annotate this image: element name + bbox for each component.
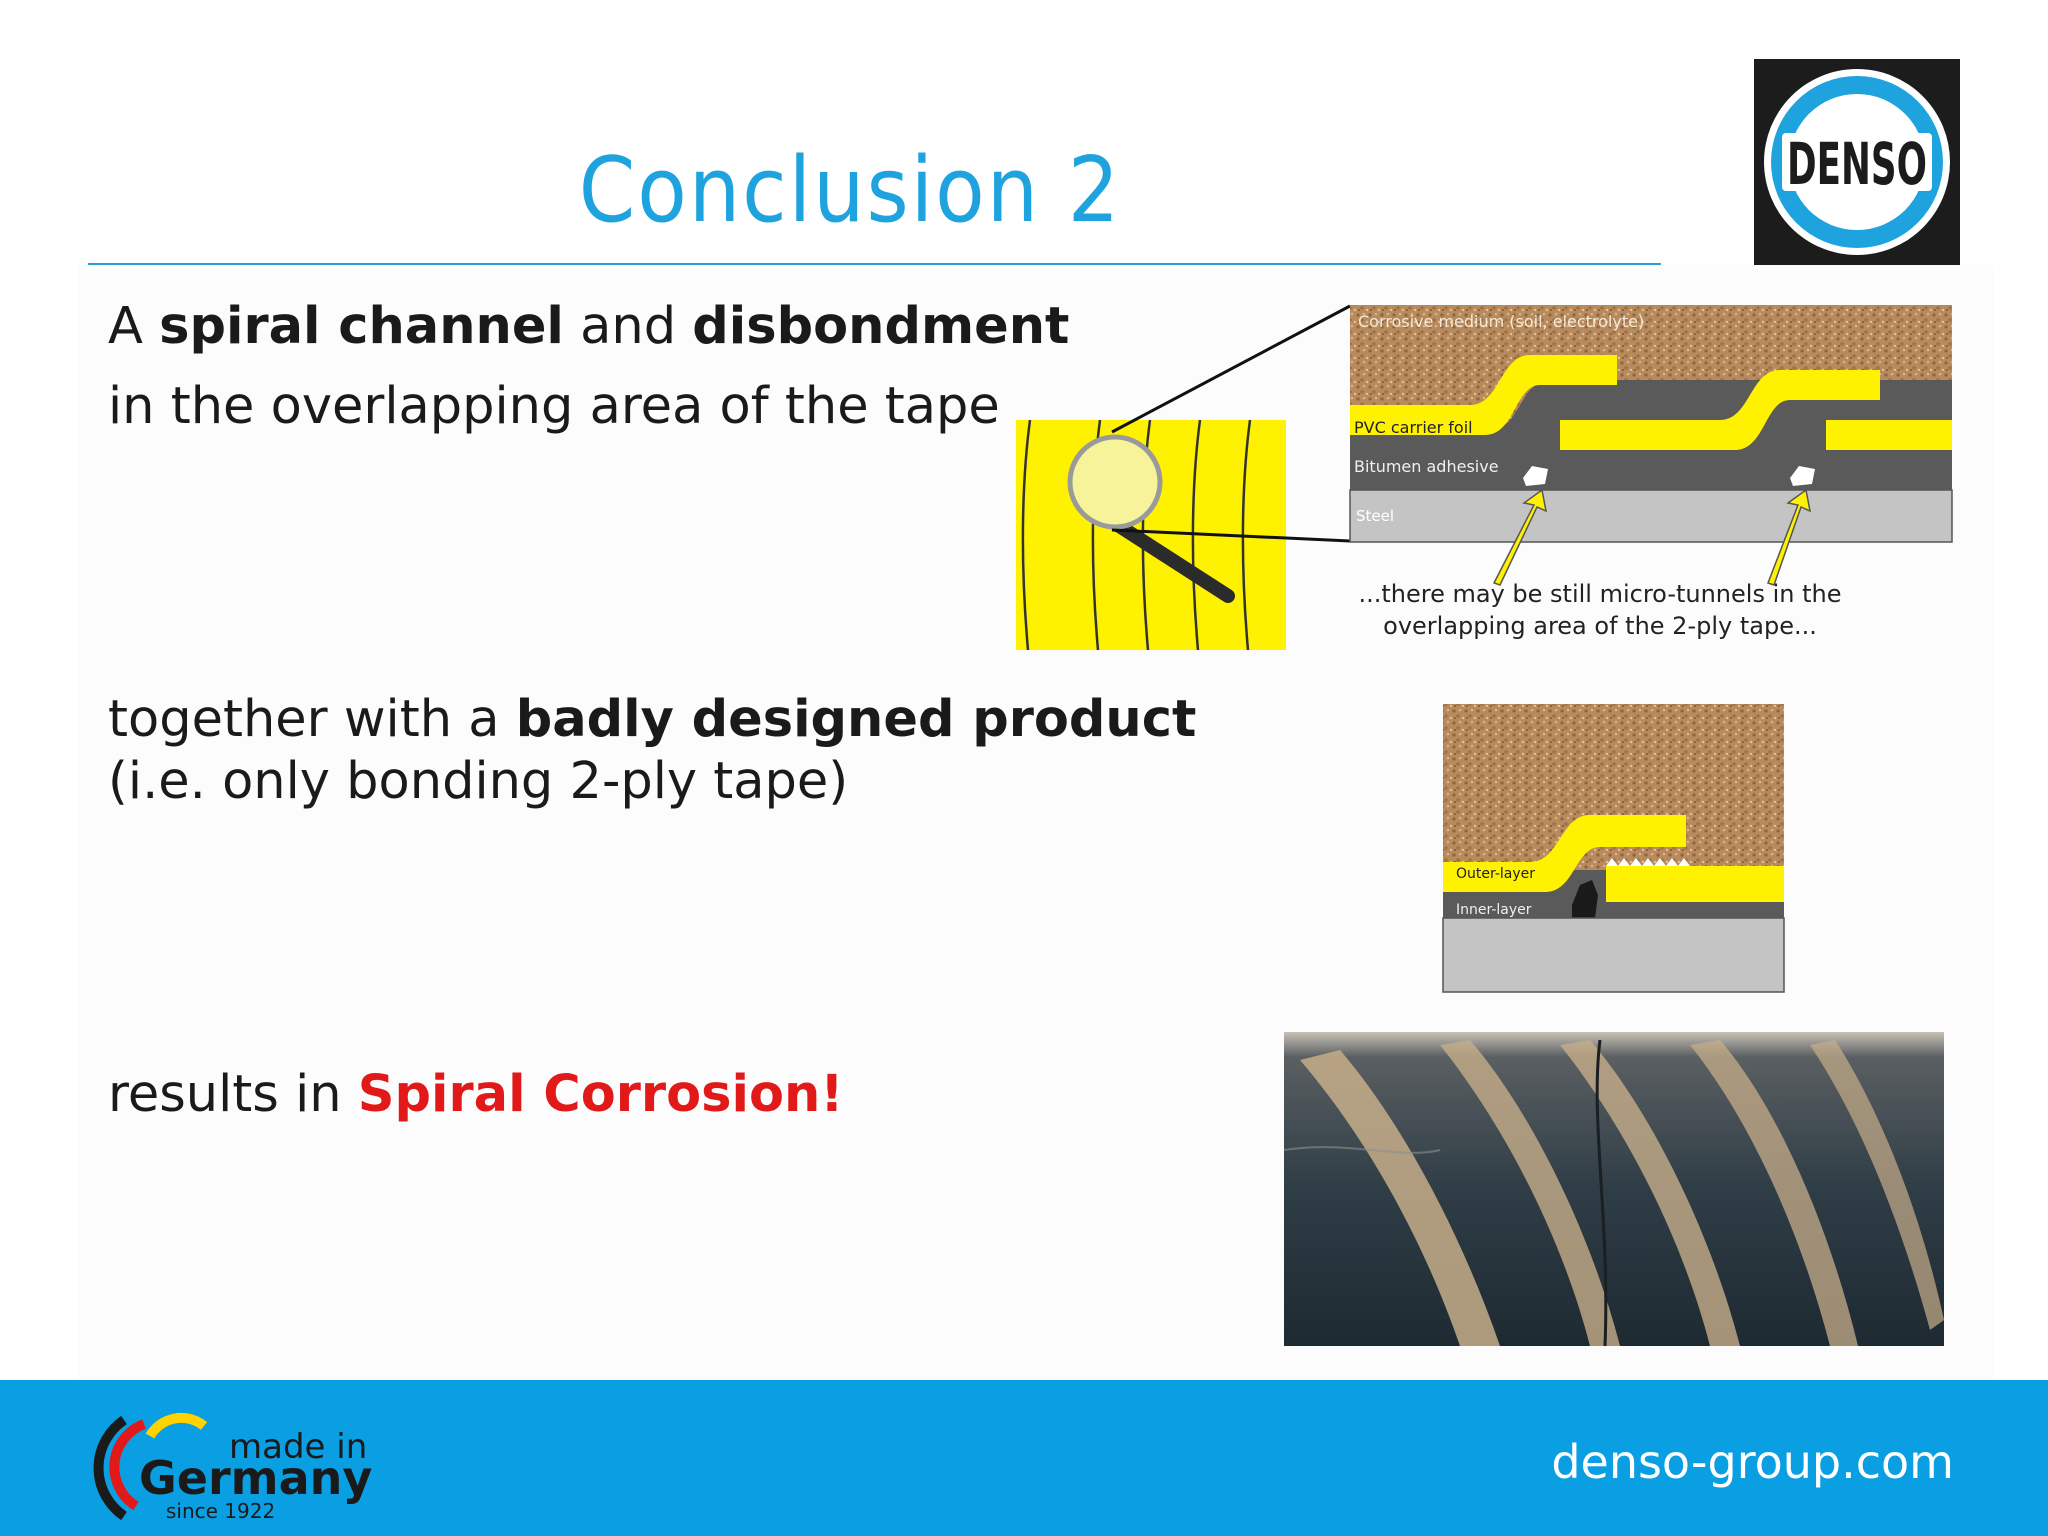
slide-title: Conclusion 2 [578,138,1122,243]
magnifier-icon [1067,434,1235,603]
footer-bar: made in Germany since 1922 denso-group.c… [0,1380,2048,1536]
logo-text: DENSO [1787,130,1927,198]
badge-germany: Germany [139,1451,372,1505]
label-steel: Steel [1356,507,1394,525]
website-url: denso-group.com [1551,1435,1954,1489]
corroded-pipe-photo [1283,1032,1944,1347]
label-pvc-carrier-foil: PVC carrier foil [1354,418,1473,437]
text-line-5: results in Spiral Corrosion! [108,1065,844,1124]
denso-logo: DENSO [1754,59,1960,265]
text-line-1: A spiral channel and disbondment [108,297,1070,356]
diagram-layer: Corrosive medium (soil, electrolyte) PVC… [1016,304,1953,1347]
cross-section-diagram-1: Corrosive medium (soil, electrolyte) PVC… [1349,305,1953,586]
text-line-4: (i.e. only bonding 2-ply tape) [108,752,849,811]
title-divider [88,263,1661,265]
label-inner-layer: Inner-layer [1456,902,1532,918]
label-outer-layer: Outer-layer [1456,866,1535,882]
badge-since: since 1922 [166,1499,275,1523]
made-in-germany-badge: made in Germany since 1922 [84,1406,384,1526]
micro-tunnel-callout: ...there may be still micro-tunnels in t… [1358,580,1842,640]
label-bitumen-adhesive: Bitumen adhesive [1354,457,1499,476]
text-line-3: together with a badly designed product [108,690,1197,749]
badge-made-in: made in [229,1427,367,1467]
label-corrosive-medium: Corrosive medium (soil, electrolyte) [1358,312,1644,331]
text-line-2: in the overlapping area of the tape [108,377,1000,436]
cross-section-diagram-2: Outer-layer Inner-layer [1442,704,1785,993]
